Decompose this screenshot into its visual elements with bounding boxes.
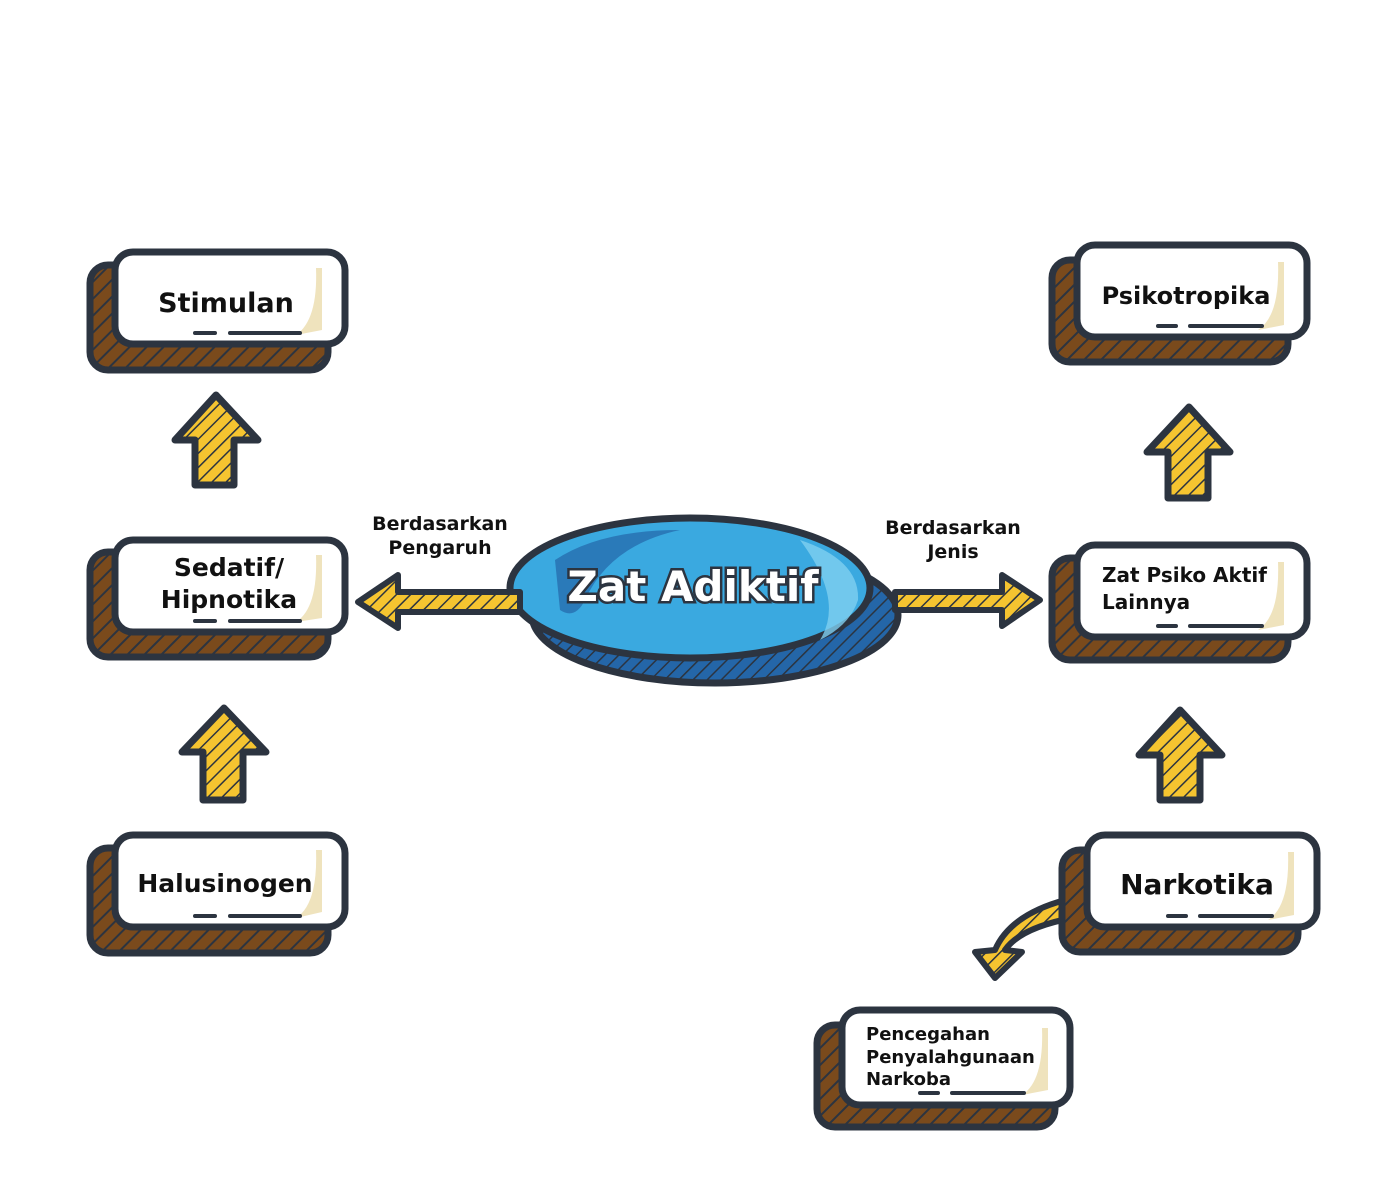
card-zat-psiko-label-line1: Zat Psiko Aktif — [1102, 563, 1267, 587]
card-narkotika: Narkotika — [1058, 831, 1321, 956]
card-sedatif-hipnotika: Sedatif/ Hipnotika — [86, 536, 349, 661]
arrow-left-to-sedatif — [355, 572, 523, 631]
card-sedatif-label-line1: Sedatif/ — [174, 553, 285, 582]
card-psikotropika: Psikotropika — [1048, 241, 1311, 366]
card-stimulan-label: Stimulan — [158, 288, 294, 319]
card-stimulan: Stimulan — [86, 248, 349, 374]
center-node-zat-adiktif: Zat Adiktif — [506, 514, 902, 687]
arrow-narkotika-to-pencegahan — [972, 897, 1075, 981]
arrow-zat-psiko-to-psikotropika — [1143, 403, 1234, 502]
card-zat-psiko-aktif-lainnya: Zat Psiko Aktif Lainnya — [1048, 541, 1311, 664]
card-zat-psiko-label-line2: Lainnya — [1102, 590, 1190, 614]
card-pencegahan-penyalahgunaan-narkoba: Pencegahan Penyalahgunaan Narkoba — [813, 1006, 1074, 1131]
card-pencegahan-label-line2: Penyalahgunaan — [866, 1047, 1035, 1068]
card-psikotropika-label: Psikotropika — [1102, 282, 1271, 310]
edge-label-left-line1: Berdasarkan — [372, 513, 508, 535]
center-label: Zat Adiktif — [567, 562, 819, 611]
card-pencegahan-label-line3: Narkoba — [866, 1069, 951, 1090]
arrow-right-to-zat-psiko — [892, 572, 1043, 629]
card-sedatif-label-line2: Hipnotika — [161, 585, 297, 614]
arrow-narkotika-to-zat-psiko — [1135, 706, 1226, 804]
arrow-halusinogen-to-sedatif — [178, 704, 270, 804]
card-pencegahan-label-line1: Pencegahan — [866, 1024, 990, 1045]
edge-label-right-line1: Berdasarkan — [885, 517, 1021, 539]
edge-label-right-line2: Jenis — [925, 541, 978, 563]
card-halusinogen: Halusinogen — [86, 831, 349, 957]
card-halusinogen-label: Halusinogen — [137, 869, 312, 898]
card-narkotika-label: Narkotika — [1120, 868, 1274, 901]
edge-label-left-line2: Pengaruh — [388, 537, 491, 559]
arrow-sedatif-to-stimulan — [171, 391, 262, 489]
